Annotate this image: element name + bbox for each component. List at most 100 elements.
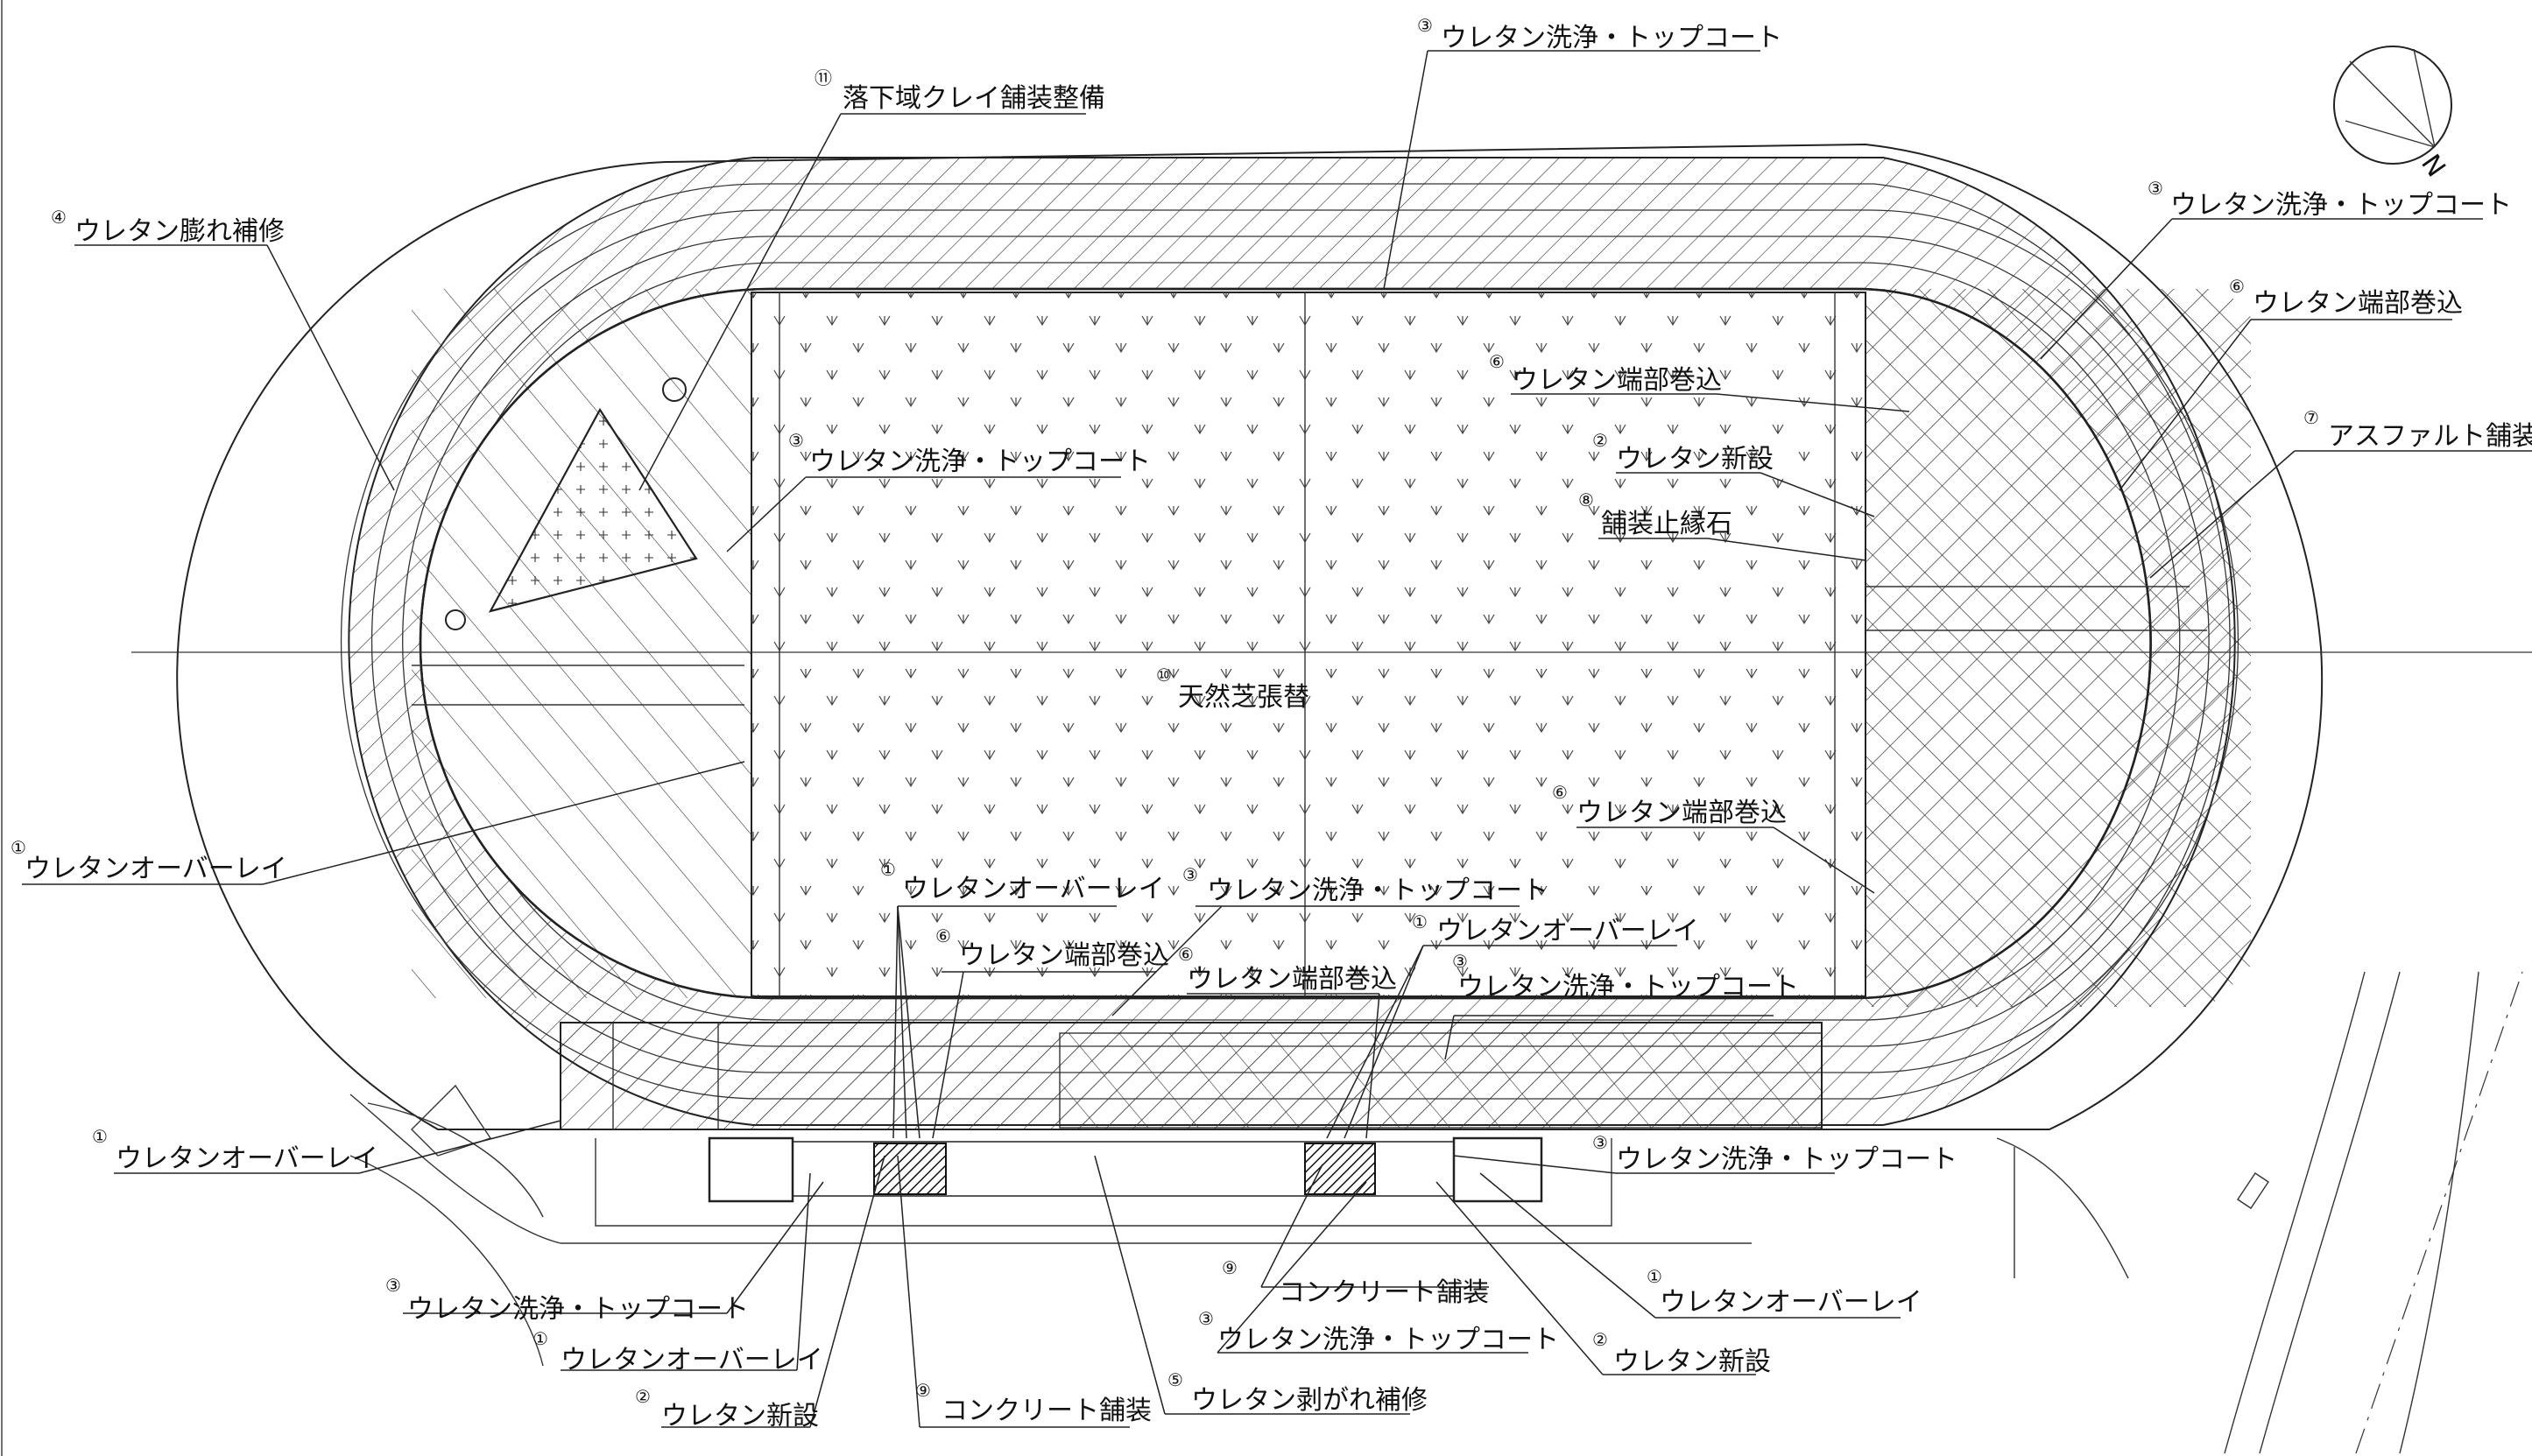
left-infield-hatch <box>412 289 753 998</box>
svg-text:ウレタン洗浄・トップコート: ウレタン洗浄・トップコート <box>1207 876 1548 906</box>
svg-text:ウレタン新設: ウレタン新設 <box>1616 444 1774 475</box>
svg-text:ウレタン端部巻込: ウレタン端部巻込 <box>2253 288 2463 319</box>
svg-text:③: ③ <box>1182 864 1198 885</box>
annotation-22: ③ ウレタン洗浄・トップコート <box>385 1275 749 1325</box>
annotation-28: ⑨ コンクリート舗装 <box>915 1380 1152 1426</box>
svg-text:⑪: ⑪ <box>815 67 832 88</box>
svg-text:ウレタン端部巻込: ウレタン端部巻込 <box>959 940 1169 971</box>
throwing-circle-2 <box>445 609 466 630</box>
svg-text:⑤: ⑤ <box>1167 1369 1183 1390</box>
svg-text:⑥: ⑥ <box>1489 351 1505 372</box>
svg-text:ウレタン新設: ウレタン新設 <box>661 1401 819 1431</box>
svg-text:①: ① <box>532 1328 548 1349</box>
svg-text:①: ① <box>1412 911 1428 932</box>
annotation-29: ⑤ ウレタン剥がれ補修 <box>1167 1369 1428 1416</box>
svg-text:④: ④ <box>51 207 67 228</box>
annotation-21: ⑨ コンクリート舗装 <box>1222 1257 1489 1308</box>
svg-text:⑥: ⑥ <box>1178 944 1194 965</box>
stand-block-left <box>708 1136 794 1203</box>
svg-text:⑥: ⑥ <box>2229 276 2245 297</box>
annotation-27: ② ウレタン新設 <box>635 1386 819 1431</box>
center-number: ⑩ <box>1156 665 1172 686</box>
svg-text:ウレタン端部巻込: ウレタン端部巻込 <box>1187 964 1397 995</box>
svg-text:②: ② <box>1592 430 1608 451</box>
svg-text:①: ① <box>92 1126 108 1147</box>
svg-text:ウレタン洗浄・トップコート: ウレタン洗浄・トップコート <box>2170 190 2512 221</box>
svg-text:ウレタンオーバーレイ: ウレタンオーバーレイ <box>1660 1287 1922 1318</box>
annotation-9: ② ウレタン新設 <box>1592 430 1774 475</box>
north-label: N <box>2415 149 2451 182</box>
annotation-20: ③ ウレタン洗浄・トップコート <box>1592 1132 1957 1175</box>
svg-text:①: ① <box>1647 1266 1662 1287</box>
svg-text:⑥: ⑥ <box>1552 782 1568 803</box>
svg-text:ウレタン端部巻込: ウレタン端部巻込 <box>1512 365 1722 396</box>
svg-text:ウレタン洗浄・トップコート: ウレタン洗浄・トップコート <box>407 1294 749 1325</box>
svg-text:⑨: ⑨ <box>1222 1257 1238 1278</box>
svg-text:ウレタンオーバーレイ: ウレタンオーバーレイ <box>1436 916 1699 946</box>
clay-landing-sector <box>488 407 698 613</box>
asphalt-area <box>1865 289 2251 1007</box>
svg-text:ウレタン洗浄・トップコート: ウレタン洗浄・トップコート <box>1457 972 1799 1002</box>
annotation-17: ① ウレタンオーバーレイ <box>1412 911 1699 946</box>
stand-block-right <box>1452 1136 1543 1203</box>
throwing-circle <box>662 377 687 402</box>
svg-text:ウレタン膨れ補修: ウレタン膨れ補修 <box>74 216 285 247</box>
leader-lines <box>22 50 2532 1428</box>
svg-text:ウレタン洗浄・トップコート: ウレタン洗浄・トップコート <box>1616 1144 1957 1175</box>
annotation-1: ③ ウレタン洗浄・トップコート <box>1417 15 1782 53</box>
concrete-pad-left <box>873 1143 947 1195</box>
annotation-4: ③ ウレタン洗浄・トップコート <box>2148 178 2512 221</box>
svg-text:③: ③ <box>1592 1132 1608 1153</box>
svg-text:①: ① <box>880 859 896 880</box>
svg-text:③: ③ <box>1452 951 1468 972</box>
annotation-14: ⑥ ウレタン端部巻込 <box>935 925 1169 971</box>
svg-text:⑥: ⑥ <box>935 925 951 946</box>
annotation-19: ① ウレタンオーバーレイ <box>92 1126 378 1174</box>
annotation-15: ③ ウレタン洗浄・トップコート <box>1182 864 1548 906</box>
svg-text:ウレタン洗浄・トップコート: ウレタン洗浄・トップコート <box>1441 23 1782 53</box>
annotation-26: ① ウレタンオーバーレイ <box>532 1328 823 1375</box>
svg-text:③: ③ <box>385 1275 401 1296</box>
concrete-pad-right <box>1304 1143 1376 1195</box>
svg-text:ウレタン端部巻込: ウレタン端部巻込 <box>1576 798 1787 828</box>
svg-text:③: ③ <box>1198 1308 1214 1329</box>
svg-text:ウレタンオーバーレイ: ウレタンオーバーレイ <box>116 1143 378 1174</box>
annotation-11: ⑥ ウレタン端部巻込 <box>1552 782 1787 828</box>
svg-text:⑨: ⑨ <box>915 1380 931 1401</box>
svg-text:③: ③ <box>1417 15 1433 36</box>
svg-text:ウレタン剥がれ補修: ウレタン剥がれ補修 <box>1191 1385 1428 1416</box>
svg-text:③: ③ <box>788 430 804 451</box>
svg-text:コンクリート舗装: コンクリート舗装 <box>942 1396 1152 1426</box>
natural-grass-field <box>751 292 1865 996</box>
svg-text:ウレタン洗浄・トップコート: ウレタン洗浄・トップコート <box>1217 1325 1559 1355</box>
svg-text:⑧: ⑧ <box>1578 489 1594 510</box>
svg-text:②: ② <box>635 1386 651 1407</box>
svg-text:②: ② <box>1592 1329 1608 1350</box>
svg-text:落下域クレイ舗装整備: 落下域クレイ舗装整備 <box>843 83 1105 114</box>
center-label: 天然芝張替 <box>1178 682 1309 713</box>
annotation-2: ⑪ 落下域クレイ舗装整備 <box>815 67 1105 114</box>
annotation-5: ⑥ ウレタン端部巻込 <box>2229 276 2463 319</box>
svg-text:ウレタンオーバーレイ: ウレタンオーバーレイ <box>561 1345 823 1375</box>
svg-text:ウレタンオーバーレイ: ウレタンオーバーレイ <box>902 874 1165 904</box>
annotation-8: ⑥ ウレタン端部巻込 <box>1489 351 1722 396</box>
annotation-13: ① ウレタンオーバーレイ <box>880 859 1165 904</box>
svg-text:ウレタン新設: ウレタン新設 <box>1613 1347 1771 1377</box>
svg-text:①: ① <box>11 837 26 858</box>
svg-text:③: ③ <box>2148 178 2163 199</box>
annotation-3: ④ ウレタン膨れ補修 <box>51 207 285 247</box>
svg-text:舗装止縁石: 舗装止縁石 <box>1601 509 1732 539</box>
svg-text:アスファルト舗装: アスファルト舗装 <box>2328 421 2532 452</box>
svg-text:ウレタン洗浄・トップコート: ウレタン洗浄・トップコート <box>809 447 1151 477</box>
svg-text:コンクリート舗装: コンクリート舗装 <box>1279 1277 1489 1308</box>
